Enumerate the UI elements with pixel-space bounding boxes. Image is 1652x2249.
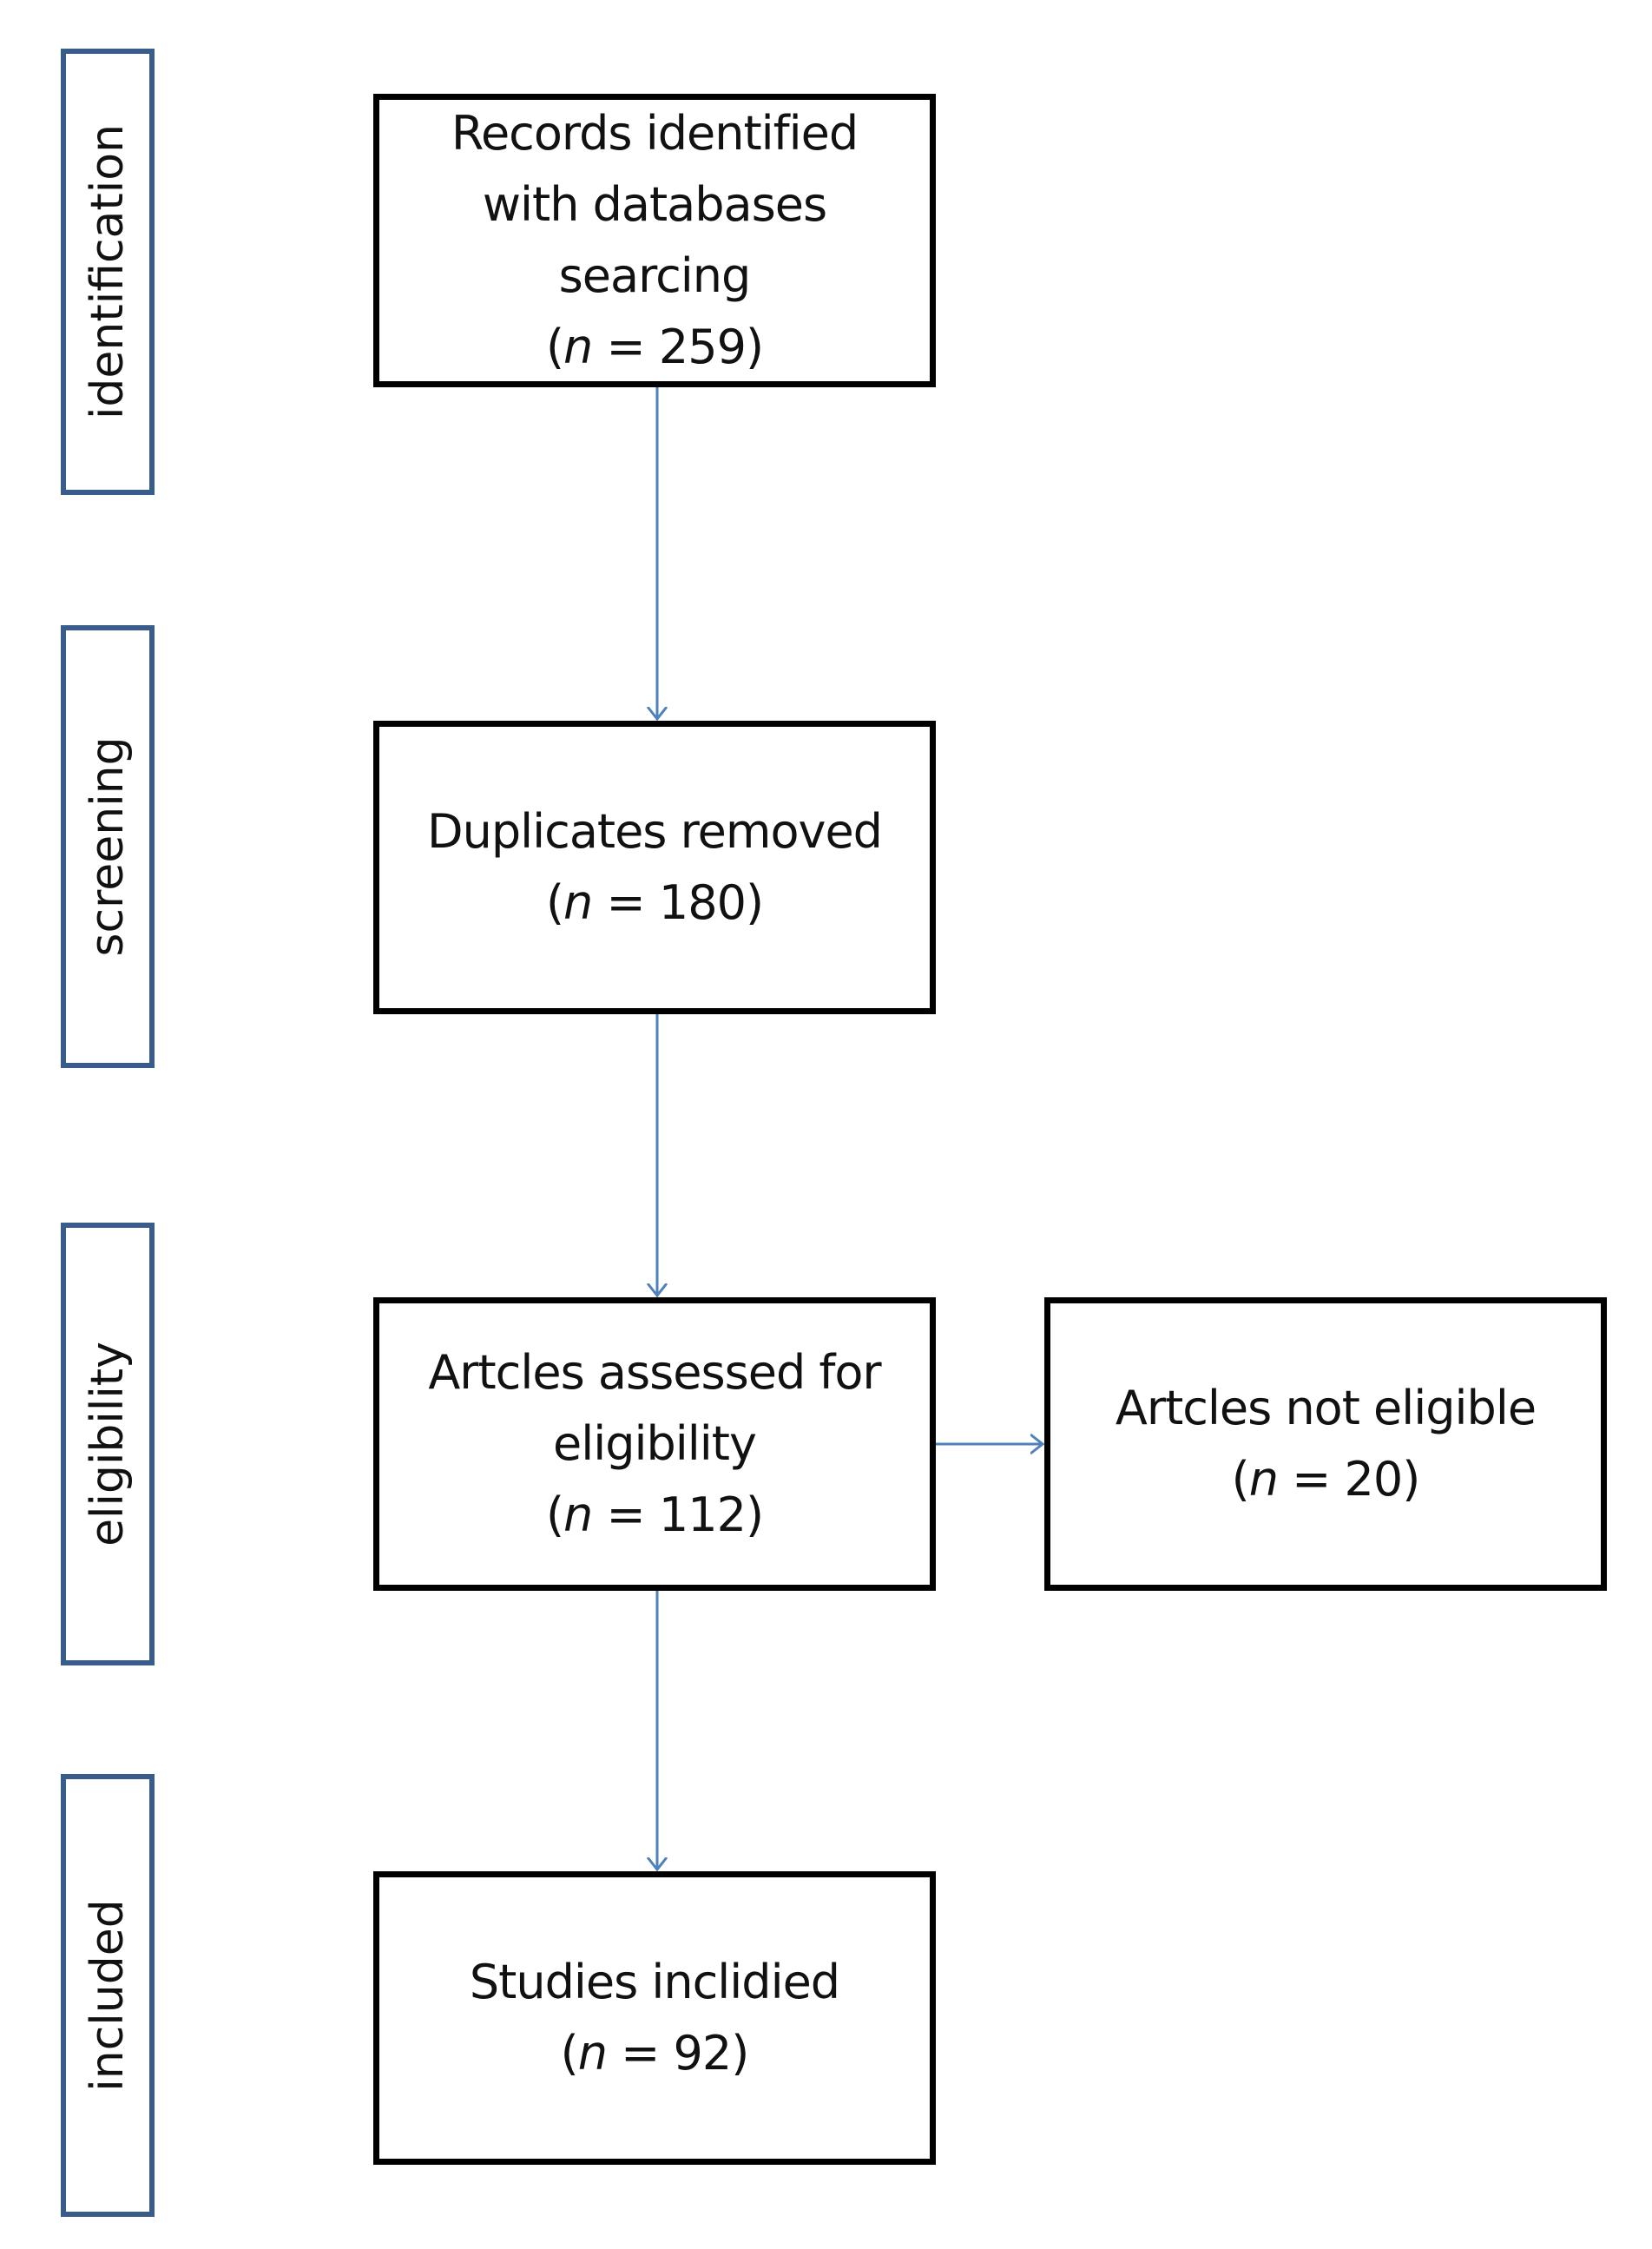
stage-included: included (61, 1774, 155, 2217)
box-duplicates-removed: Duplicates removed (n = 180) (373, 721, 936, 1014)
stage-screening: screening (61, 625, 155, 1068)
box-records-identified-count: (n = 259) (545, 320, 764, 374)
stage-label-identification: identification (82, 123, 134, 420)
stage-label-eligibility: eligibility (82, 1342, 134, 1547)
box-duplicates-removed-count: (n = 180) (545, 875, 764, 930)
box-records-identified-text: Records identified with databases searci… (451, 106, 859, 303)
box-articles-assessed-text: Artcles assessed for eligibility (428, 1345, 881, 1471)
stage-label-screening: screening (82, 736, 134, 957)
stage-eligibility: eligibility (61, 1223, 155, 1665)
box-records-identified: Records identified with databases searci… (373, 94, 936, 387)
box-studies-included-text: Studies inclidied (469, 1955, 840, 2009)
box-articles-assessed: Artcles assessed for eligibility (n = 11… (373, 1297, 936, 1591)
box-studies-included: Studies inclidied (n = 92) (373, 1871, 936, 2165)
box-articles-not-eligible-count: (n = 20) (1231, 1452, 1421, 1507)
stage-identification: identification (61, 49, 155, 495)
box-duplicates-removed-text: Duplicates removed (427, 804, 883, 859)
stage-label-included: included (82, 1899, 134, 2092)
box-studies-included-count: (n = 92) (560, 2026, 750, 2081)
box-articles-not-eligible-text: Artcles not eligible (1115, 1381, 1537, 1435)
box-articles-assessed-count: (n = 112) (545, 1487, 764, 1542)
box-articles-not-eligible: Artcles not eligible (n = 20) (1044, 1297, 1607, 1591)
